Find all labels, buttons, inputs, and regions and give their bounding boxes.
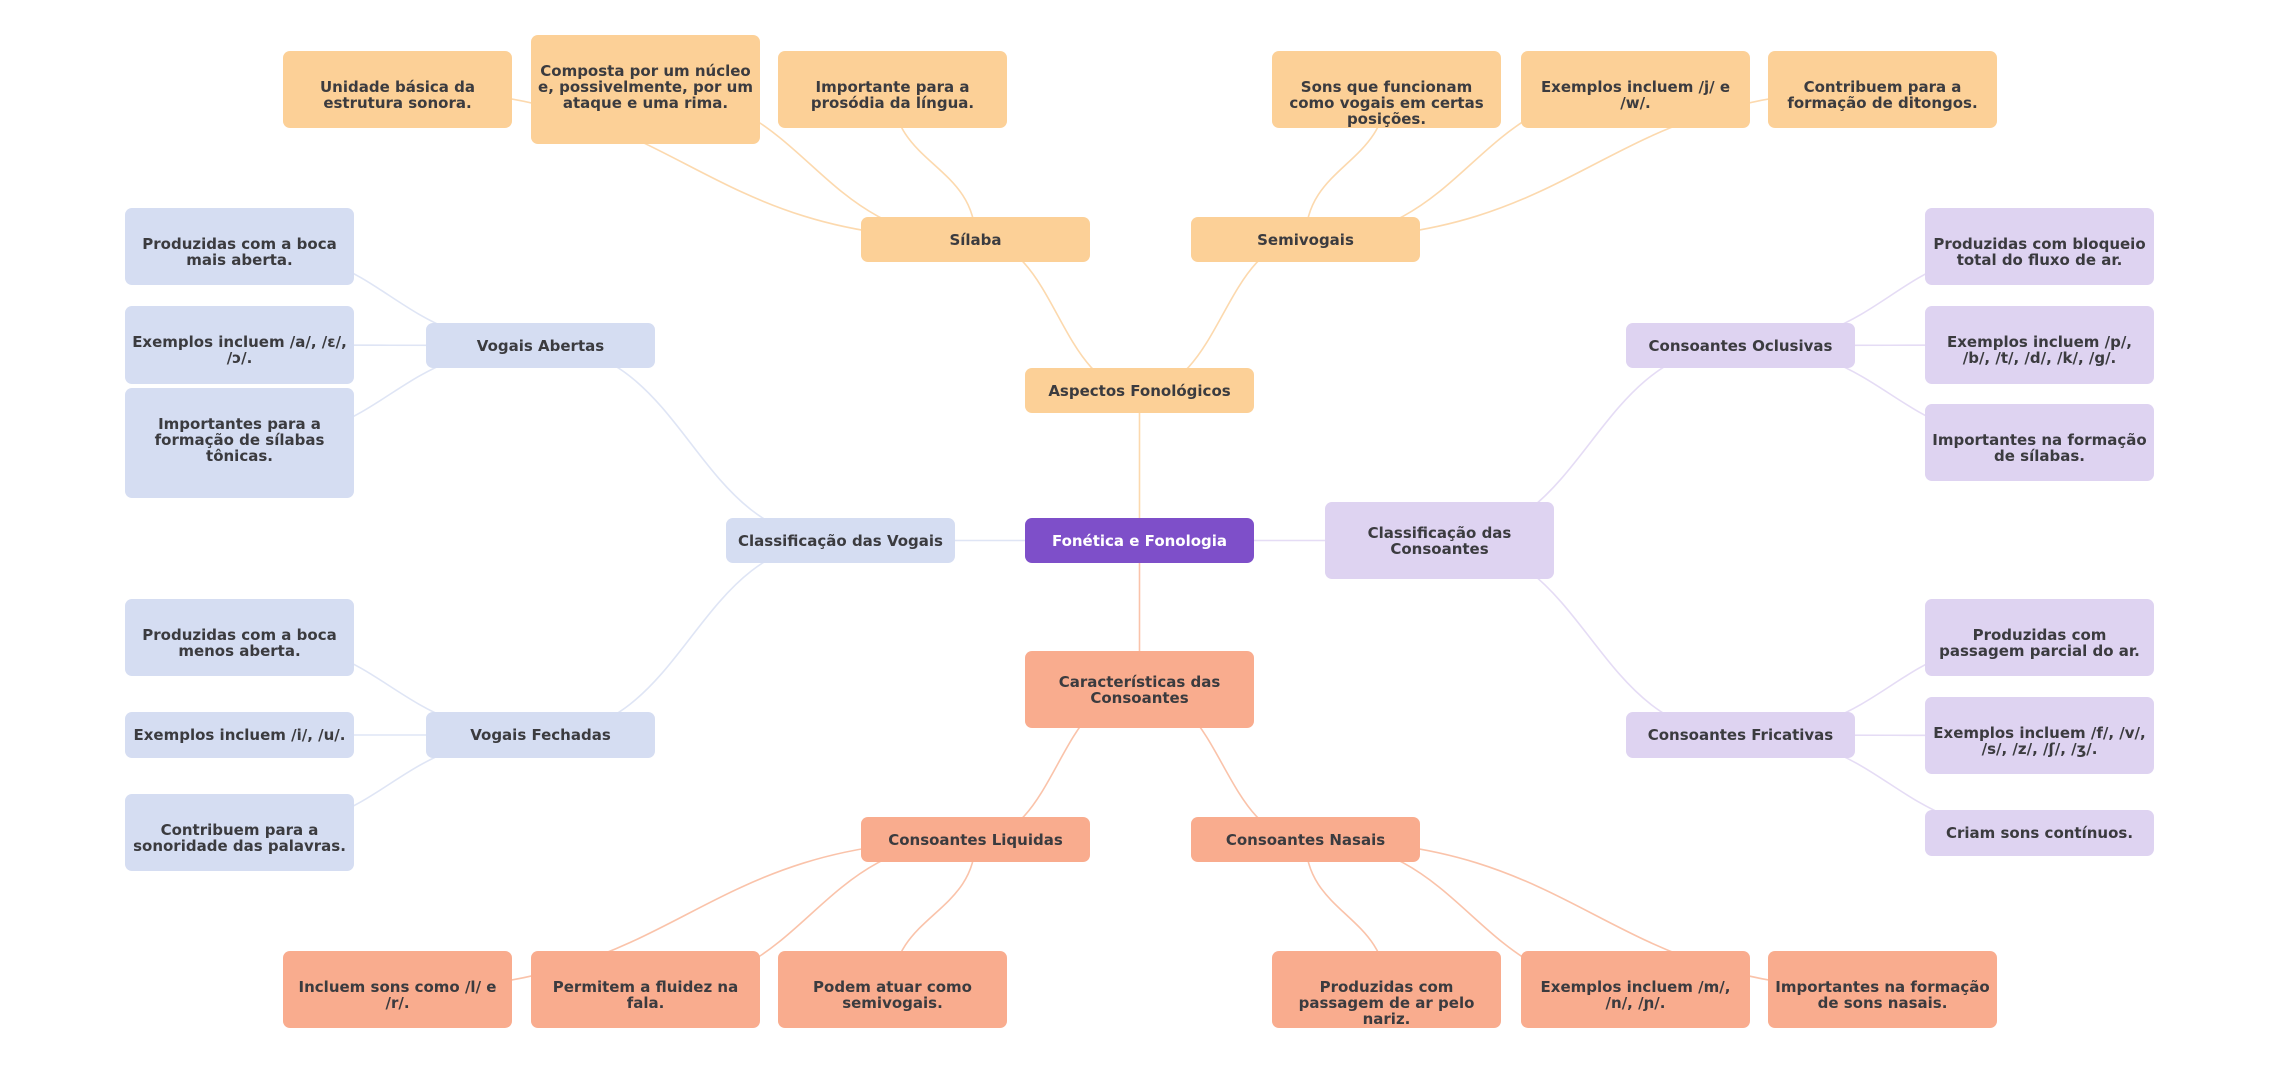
node-label: Produzidas com passagem de ar pelo nariz… — [1298, 978, 1475, 1028]
node-oclusivas-silabas[interactable]: Importantes na formação de sílabas. — [1925, 404, 2154, 481]
node-classificacao-consoantes[interactable]: Classificação das Consoantes — [1325, 502, 1554, 579]
node-label: Exemplos incluem /f/, /v/, /s/, /z/, /ʃ/… — [1933, 724, 2146, 758]
node-label: Vogais Abertas — [476, 336, 605, 355]
node-label: Consoantes Oclusivas — [1648, 336, 1833, 355]
node-consoantes-nasais[interactable]: Consoantes Nasais — [1191, 817, 1420, 862]
node-label: Consoantes Fricativas — [1647, 726, 1834, 744]
node-label: Produzidas com passagem parcial do ar. — [1939, 626, 2140, 660]
node-oclusivas-bloqueio[interactable]: Produzidas com bloqueio total do fluxo d… — [1925, 208, 2154, 285]
node-classificacao-vogais[interactable]: Classificação das Vogais — [726, 518, 955, 563]
node-fricativas-continuos[interactable]: Criam sons contínuos. — [1925, 810, 2154, 856]
node-consoantes-liquidas[interactable]: Consoantes Liquidas — [861, 817, 1090, 862]
node-label: Classificação das Consoantes — [1367, 523, 1512, 558]
node-semivogais-ditongos[interactable]: Contribuem para a formação de ditongos. — [1768, 51, 1997, 128]
node-label: Classificação das Vogais — [738, 531, 943, 550]
node-fechadas-sonoridade[interactable]: Contribuem para a sonoridade das palavra… — [125, 794, 354, 871]
node-semivogais-sons[interactable]: Sons que funcionam como vogais em certas… — [1272, 51, 1501, 128]
connector-vogais-fechadas — [540, 539, 841, 736]
node-fricativas-exemplos[interactable]: Exemplos incluem /f/, /v/, /s/, /z/, /ʃ/… — [1925, 697, 2154, 774]
node-label: Produzidas com a boca menos aberta. — [142, 626, 337, 660]
node-label: Importantes na formação de sons nasais. — [1775, 978, 1990, 1012]
node-consoantes-oclusivas[interactable]: Consoantes Oclusivas — [1626, 323, 1855, 368]
node-nasais-passagem[interactable]: Produzidas com passagem de ar pelo nariz… — [1272, 951, 1501, 1028]
node-label: Exemplos incluem /a/, /ɛ/, /ɔ/. — [132, 333, 347, 367]
node-label: Fonética e Fonologia — [1051, 531, 1228, 550]
node-abertas-boca-aberta[interactable]: Produzidas com a boca mais aberta. — [125, 208, 354, 285]
node-nasais-exemplos[interactable]: Exemplos incluem /m/, /n/, /ɲ/. — [1521, 951, 1750, 1028]
node-label: Composta por um núcleo e, possivelmente,… — [538, 62, 753, 112]
node-silaba[interactable]: Sílaba — [861, 217, 1090, 262]
node-label: Permitem a fluidez na fala. — [552, 978, 739, 1012]
node-semivogais-exemplos[interactable]: Exemplos incluem /j/ e /w/. — [1521, 51, 1750, 128]
node-label: Características das Consoantes — [1058, 672, 1221, 707]
node-fricativas-passagem[interactable]: Produzidas com passagem parcial do ar. — [1925, 599, 2154, 676]
node-liquidas-sons[interactable]: Incluem sons como /l/ e /r/. — [283, 951, 512, 1028]
node-silaba-unidade-basica[interactable]: Unidade básica da estrutura sonora. — [283, 51, 512, 128]
node-oclusivas-exemplos[interactable]: Exemplos incluem /p/, /b/, /t/, /d/, /k/… — [1925, 306, 2154, 384]
node-caracteristicas-consoantes[interactable]: Características das Consoantes — [1025, 651, 1254, 728]
node-label: Exemplos incluem /p/, /b/, /t/, /d/, /k/… — [1946, 333, 2132, 367]
node-fechadas-exemplos[interactable]: Exemplos incluem /i/, /u/. — [125, 712, 354, 758]
node-abertas-exemplos[interactable]: Exemplos incluem /a/, /ɛ/, /ɔ/. — [125, 306, 354, 384]
node-label: Podem atuar como semivogais. — [813, 978, 972, 1012]
node-label: Importantes para a formação de sílabas t… — [154, 415, 325, 465]
node-fechadas-boca-menos-aberta[interactable]: Produzidas com a boca menos aberta. — [125, 599, 354, 676]
node-semivogais[interactable]: Semivogais — [1191, 217, 1420, 262]
node-label: Produzidas com a boca mais aberta. — [142, 235, 337, 269]
node-silaba-composta[interactable]: Composta por um núcleo e, possivelmente,… — [531, 35, 760, 144]
root-node[interactable]: Fonética e Fonologia — [1025, 518, 1254, 563]
node-liquidas-fluidez[interactable]: Permitem a fluidez na fala. — [531, 951, 760, 1028]
node-label: Criam sons contínuos. — [1945, 824, 2134, 842]
node-vogais-fechadas[interactable]: Vogais Fechadas — [426, 712, 655, 758]
node-label: Contribuem para a sonoridade das palavra… — [133, 821, 346, 855]
node-nasais-formacao[interactable]: Importantes na formação de sons nasais. — [1768, 951, 1997, 1028]
node-label: Vogais Fechadas — [470, 726, 611, 744]
connector-vogais-abertas — [540, 344, 841, 542]
node-label: Exemplos incluem /m/, /n/, /ɲ/. — [1540, 978, 1731, 1012]
node-label: Exemplos incluem /i/, /u/. — [133, 726, 346, 744]
node-label: Semivogais — [1257, 230, 1354, 249]
node-abertas-tonicas[interactable]: Importantes para a formação de sílabas t… — [125, 388, 354, 498]
node-label: Incluem sons como /l/ e /r/. — [298, 978, 497, 1012]
node-label: Sílaba — [949, 230, 1002, 249]
node-vogais-abertas[interactable]: Vogais Abertas — [426, 323, 655, 368]
node-label: Unidade básica da estrutura sonora. — [319, 78, 476, 112]
node-label: Contribuem para a formação de ditongos. — [1787, 78, 1978, 112]
node-aspectos-fonologicos[interactable]: Aspectos Fonológicos — [1025, 368, 1254, 413]
node-consoantes-fricativas[interactable]: Consoantes Fricativas — [1626, 712, 1855, 758]
node-liquidas-semivogais[interactable]: Podem atuar como semivogais. — [778, 951, 1007, 1028]
node-label: Sons que funcionam como vogais em certas… — [1289, 78, 1484, 128]
node-label: Aspectos Fonológicos — [1048, 381, 1231, 400]
node-silaba-prosodia[interactable]: Importante para a prosódia da língua. — [778, 51, 1007, 128]
node-label: Importante para a prosódia da língua. — [810, 78, 975, 112]
node-label: Consoantes Liquidas — [888, 830, 1063, 849]
node-label: Exemplos incluem /j/ e /w/. — [1540, 78, 1731, 112]
node-label: Produzidas com bloqueio total do fluxo d… — [1933, 235, 2146, 269]
node-label: Consoantes Nasais — [1225, 830, 1386, 849]
node-label: Importantes na formação de sílabas. — [1932, 431, 2147, 465]
